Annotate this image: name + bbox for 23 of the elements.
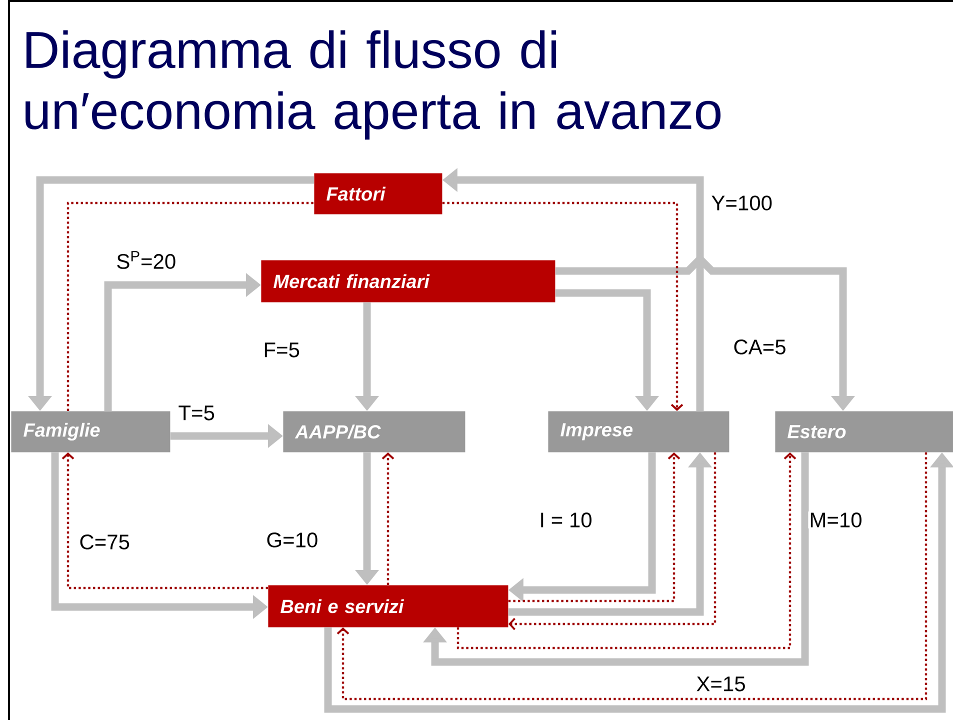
- arrow: [382, 452, 394, 585]
- flow-box: Beni e servizi: [268, 585, 508, 628]
- edge-label: Y=100: [710, 194, 774, 212]
- title: Diagramma di flusso di un′economia aperta in avanzo: [26, 30, 721, 140]
- edge-label: I = 10: [538, 512, 594, 528]
- edge-label: X=15: [695, 676, 747, 692]
- flow-box: Famiglie: [11, 411, 170, 452]
- flow-box: Fattori: [314, 173, 442, 214]
- edge-label: M=10: [808, 512, 864, 528]
- edge-label: CA=5: [732, 338, 788, 356]
- flow-box: AAPP/BC: [283, 411, 466, 452]
- arrow: [423, 452, 809, 666]
- flow-box: Mercati finanziari: [261, 260, 556, 302]
- arrow: [442, 202, 684, 411]
- edge-label: C=75: [78, 534, 131, 550]
- edge-label: T=5: [177, 404, 216, 422]
- arrow: [456, 452, 796, 650]
- edge-label: F=5: [262, 342, 301, 358]
- flow-box: Imprese: [548, 411, 730, 452]
- edge-label: S$^{P}$=20: [115, 250, 178, 270]
- flow-box: Estero: [775, 411, 953, 452]
- arrow: [62, 452, 268, 590]
- edge-label: G=10: [265, 532, 320, 548]
